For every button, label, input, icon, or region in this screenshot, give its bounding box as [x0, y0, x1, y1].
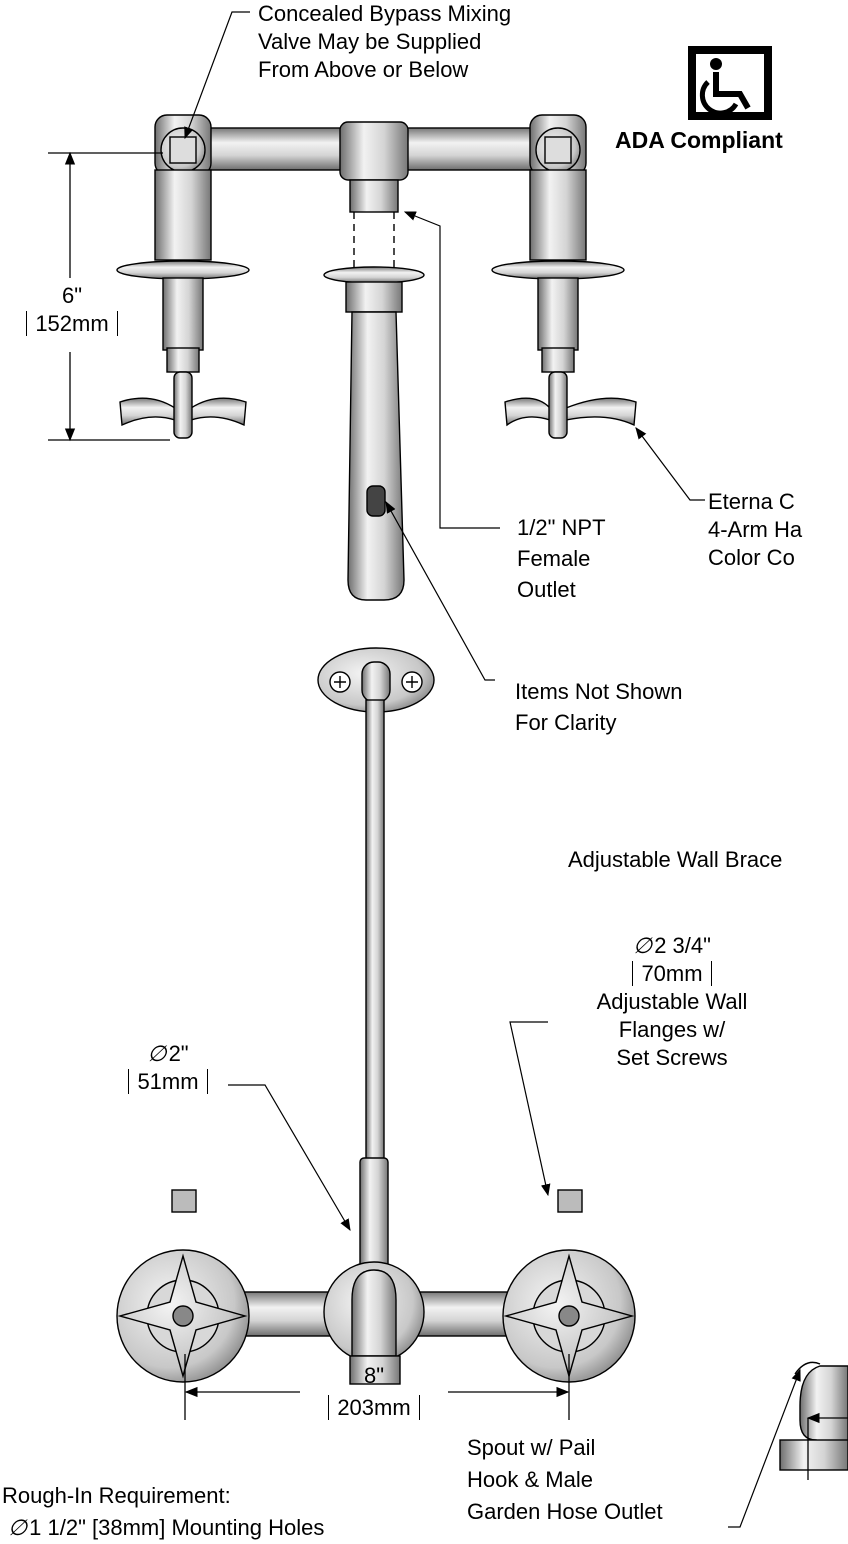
- wall-brace-label: Adjustable Wall Brace: [568, 847, 783, 872]
- rough-in-label: Rough-In Requirement: 1 1/2" [38mm] Moun…: [2, 1480, 324, 1544]
- centers-dimension: 8" 203mm: [300, 1362, 448, 1422]
- diameter-icon: [147, 1041, 168, 1066]
- leaders: [184, 11, 801, 1528]
- right-riser: [529, 169, 587, 261]
- left-handle-wing-l: [119, 397, 176, 427]
- diameter-icon: [633, 933, 654, 958]
- outlet-label: 1/2" NPT Female Outlet: [517, 515, 606, 602]
- left-riser: [154, 169, 212, 261]
- ada-label: ADA Compliant: [615, 127, 783, 153]
- outlet-nut: [349, 179, 399, 213]
- right-flange: [491, 260, 625, 280]
- handle-label: Eterna C 4-Arm Ha Color Co: [708, 489, 803, 570]
- left-flange: [116, 260, 250, 280]
- diameter-icon: [8, 1515, 29, 1540]
- hose-thread: [349, 1355, 401, 1385]
- dimensions: [48, 151, 848, 1480]
- spout-label: Spout w/ Pail Hook & Male Garden Hose Ou…: [467, 1435, 663, 1524]
- height-dimension: 6" 152mm: [4, 282, 140, 338]
- wheelchair-icon: [688, 46, 772, 120]
- center-tee: [339, 121, 409, 181]
- flange-dimension: 2 3/4" 70mm Adjustable Wall Flanges w/ S…: [560, 932, 784, 1072]
- wall-assembly: [116, 647, 848, 1471]
- body-dimension: 2" 51mm: [108, 1040, 228, 1096]
- spout-flange: [323, 266, 425, 284]
- bypass-valve-label: Concealed Bypass Mixing Valve May be Sup…: [258, 1, 512, 82]
- spout-body: [347, 311, 405, 601]
- top-assembly: [116, 114, 637, 601]
- left-handle-wing-r: [190, 397, 247, 427]
- items-not-shown-label: Items Not Shown For Clarity: [515, 679, 683, 735]
